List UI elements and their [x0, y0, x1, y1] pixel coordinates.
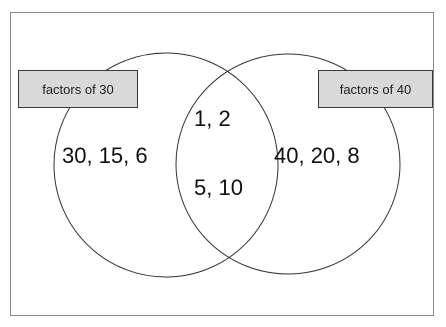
diagram-frame	[10, 12, 434, 316]
circle-factors-of-40	[175, 53, 401, 275]
region-right-only: 40, 20, 8	[274, 143, 360, 168]
region-intersection-top: 1, 2	[194, 106, 231, 131]
set-label-factors-of-40: factors of 40	[318, 70, 433, 108]
set-label-factors-of-30: factors of 30	[18, 70, 138, 108]
region-intersection-bottom: 5, 10	[194, 175, 243, 200]
circle-factors-of-30	[53, 52, 279, 278]
region-left-only: 30, 15, 6	[62, 143, 148, 168]
